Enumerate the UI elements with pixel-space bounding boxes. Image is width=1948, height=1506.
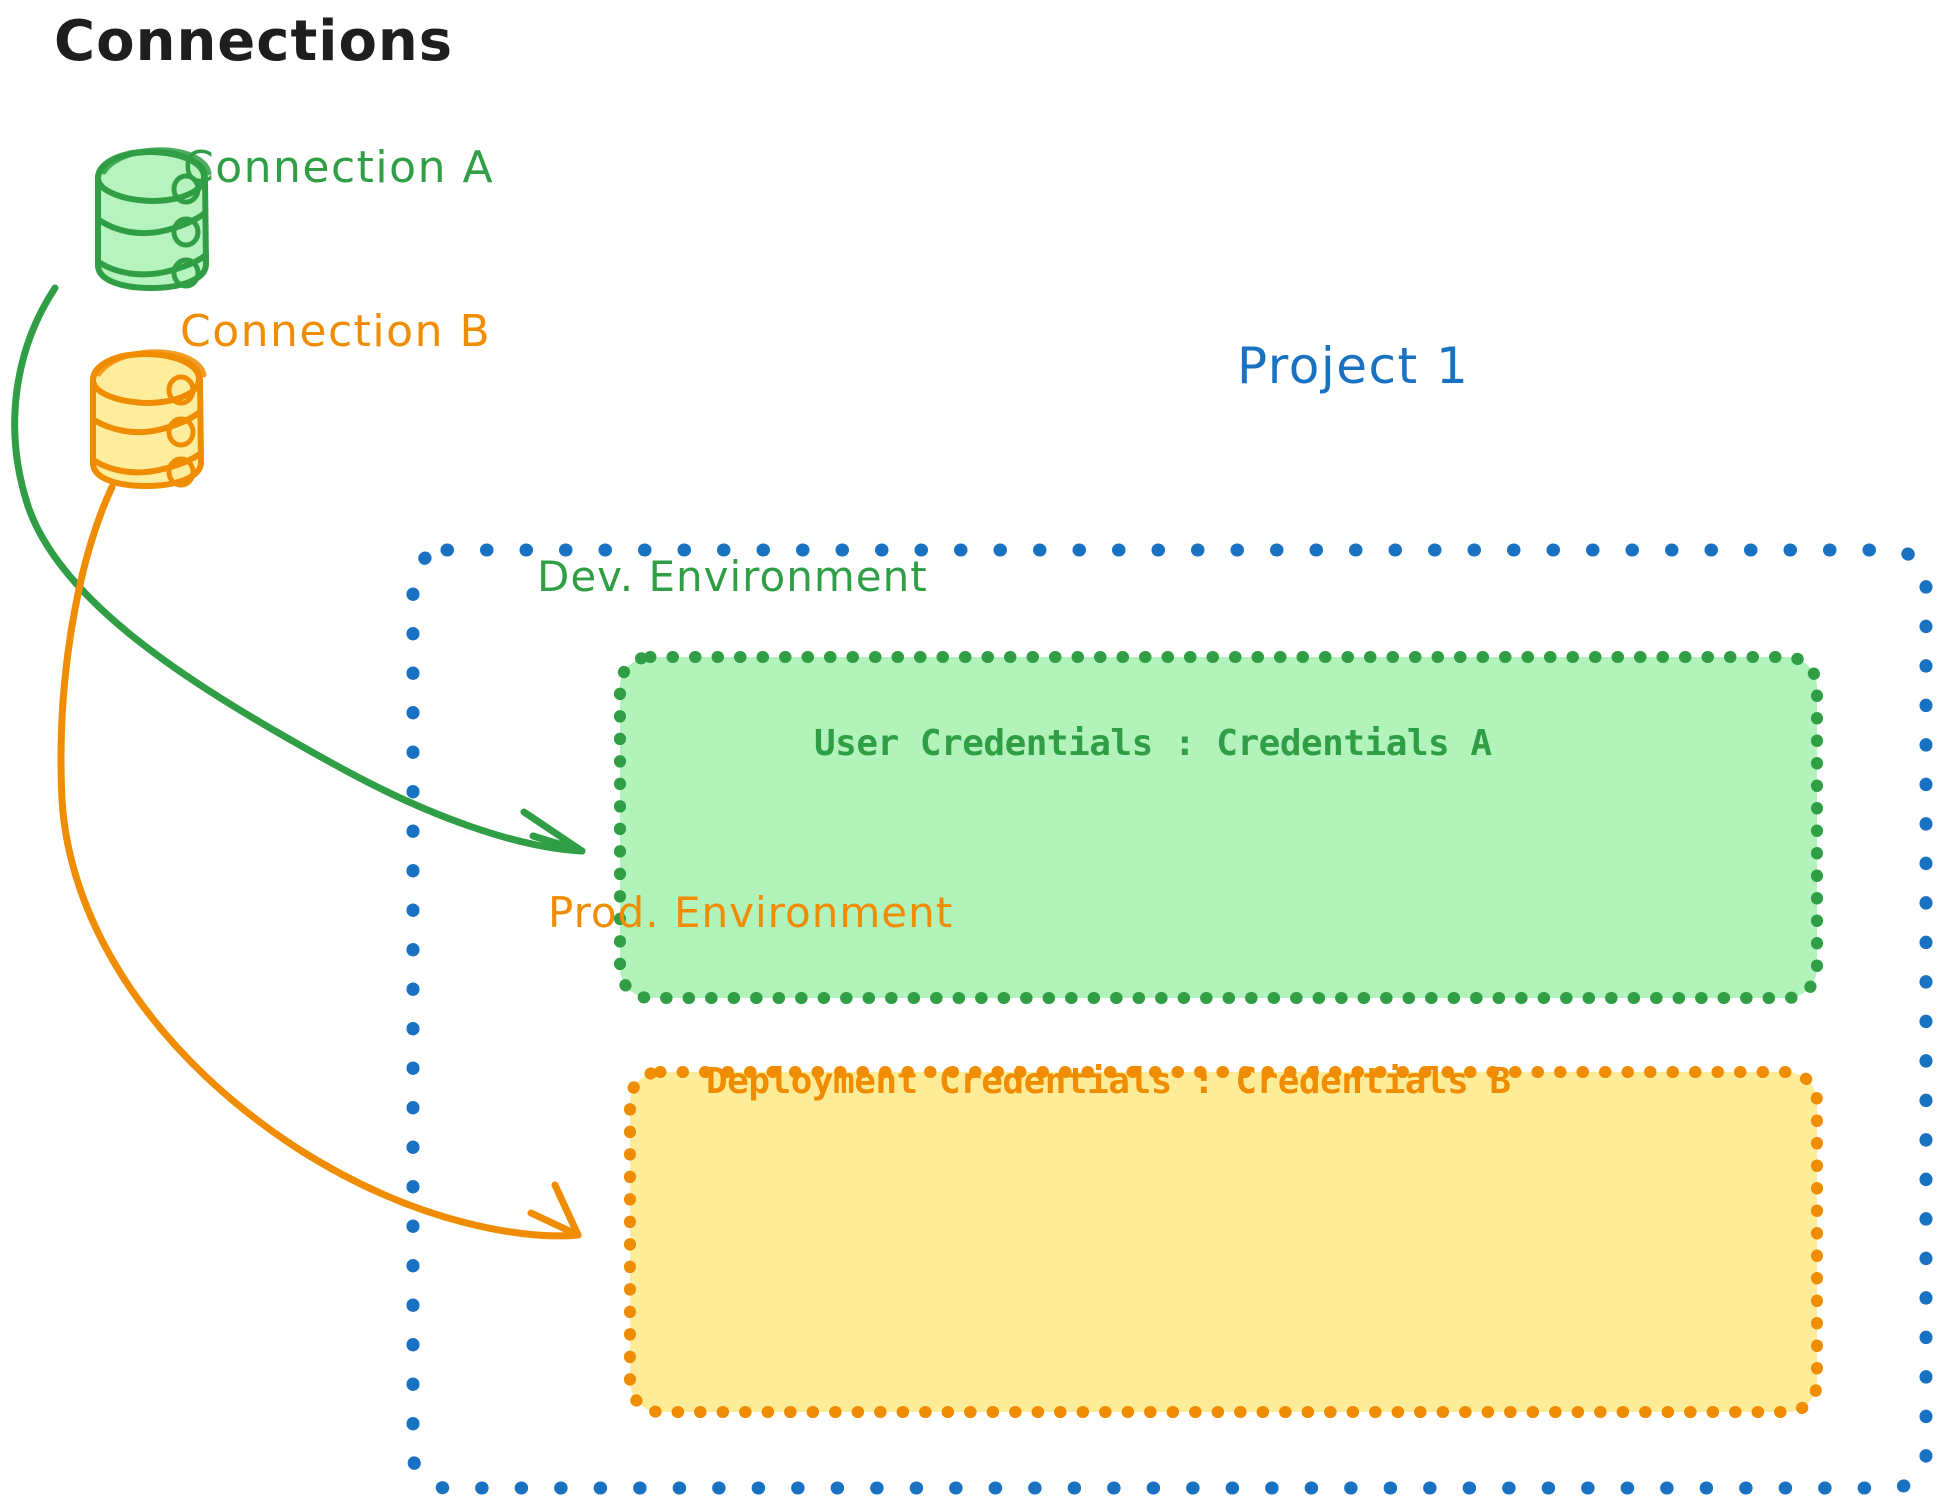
- arrow-connection-b-to-prod-environment[interactable]: [57, 483, 582, 1240]
- dev-environment-credentials-text: User Credentials : Credentials A: [814, 723, 1492, 764]
- database-cylinder-icon-connection-a[interactable]: [95, 147, 212, 291]
- project-boundary-outline: [406, 543, 1933, 1495]
- cylinder-b-divider-2: [92, 450, 204, 476]
- prod-environment-box[interactable]: [624, 1066, 1823, 1418]
- cylinder-a-top-sketch: [101, 147, 212, 176]
- arrow-connection-a-to-dev-environment[interactable]: [11, 284, 586, 855]
- connection-a-label[interactable]: Connection A: [183, 142, 495, 193]
- arrow-a-path: [11, 284, 586, 855]
- cylinder-a-divider-2: [97, 252, 209, 278]
- prod-environment-fill: [630, 1072, 1817, 1412]
- project-boundary-box[interactable]: [406, 543, 1933, 1495]
- prod-environment-outline: [624, 1066, 1823, 1418]
- dev-environment-fill: [620, 657, 1817, 998]
- dev-environment-title: Dev. Environment: [537, 552, 928, 601]
- cylinder-a-body-fill: [97, 148, 206, 290]
- project-title-label: Project 1: [1237, 337, 1470, 395]
- dev-environment-outline: [614, 651, 1823, 1004]
- arrow-b-head-upper: [551, 1181, 582, 1239]
- cylinder-b-top-sketch: [96, 349, 207, 378]
- cylinder-a-led-2: [171, 216, 201, 248]
- cylinder-b-led-2: [166, 416, 196, 448]
- dev-environment-box[interactable]: [614, 651, 1823, 1004]
- cylinder-b-led-1: [166, 374, 196, 406]
- cylinder-b-divider-1: [91, 409, 203, 436]
- connection-b-label[interactable]: Connection B: [180, 306, 492, 357]
- prod-environment-credentials-text: Deployment Credentials : Credentials B: [706, 1061, 1511, 1102]
- arrow-b-head-lower: [527, 1209, 582, 1239]
- cylinder-b-body-fill: [92, 351, 201, 488]
- cylinder-a-led-3: [171, 257, 201, 289]
- arrow-a-head-lower: [529, 832, 586, 855]
- database-cylinder-icon-connection-b[interactable]: [90, 349, 207, 489]
- cylinder-a-divider-1: [96, 210, 208, 237]
- arrow-b-path: [57, 483, 582, 1240]
- prod-environment-title: Prod. Environment: [548, 888, 954, 937]
- cylinder-a-led-1: [171, 173, 201, 205]
- cylinder-b-led-3: [166, 456, 196, 488]
- page-title: Connections: [54, 9, 454, 74]
